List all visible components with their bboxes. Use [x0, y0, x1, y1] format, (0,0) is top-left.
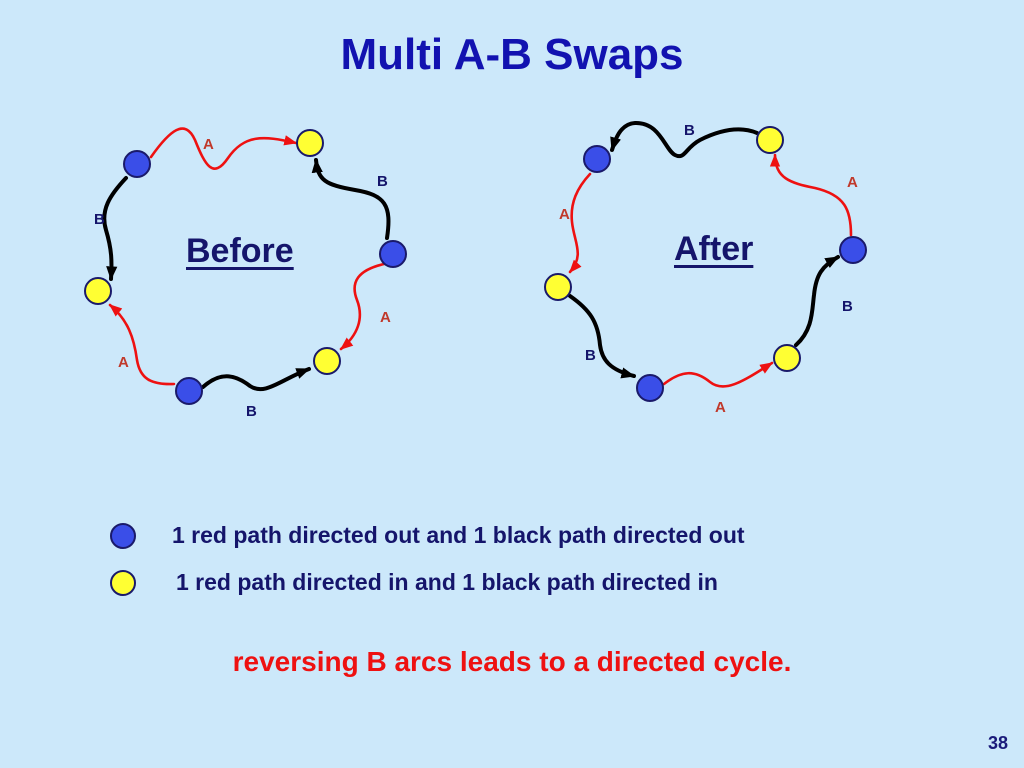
after-node-out-b2 [839, 236, 867, 264]
after-edge-b-y3-b3 [568, 294, 636, 379]
conclusion-text: reversing B arcs leads to a directed cyc… [232, 646, 792, 677]
after-edge-b-y2-b2 [794, 255, 840, 347]
after-node-in-y2 [773, 344, 801, 372]
before-edge-b-b2-y1 [311, 158, 391, 240]
after-edge-label-b3-y2: A [715, 399, 726, 416]
after-edge-b-y1-b1 [610, 120, 759, 159]
before-edge-a-b2-y2 [339, 262, 386, 351]
before-edge-label-b2-y2: A [380, 309, 391, 326]
after-edge-a-b3-y2 [662, 361, 774, 388]
before-node-in-y1 [296, 129, 324, 157]
legend-in-row: 1 red path directed in and 1 black path … [110, 569, 718, 596]
before-edge-label-b2-y1: B [377, 173, 388, 190]
after-edge-label-b2-y1: A [847, 174, 858, 191]
after-node-in-y1 [756, 126, 784, 154]
after-edge-label-y1-b1: B [684, 122, 695, 139]
after-edge-a-b1-y3 [568, 172, 592, 274]
before-node-in-y2 [313, 347, 341, 375]
before-node-out-b2 [379, 240, 407, 268]
after-node-in-y3 [544, 273, 572, 301]
before-node-out-b3 [175, 377, 203, 405]
after-label: After [674, 230, 754, 268]
before-edge-label-b3-y3: A [118, 354, 129, 371]
in-node-icon [110, 569, 136, 596]
before-edge-label-b1-y1: A [203, 136, 214, 153]
after-edge-a-b2-y1 [769, 153, 853, 237]
page-number: 38 [987, 733, 1008, 753]
out-node-icon [110, 522, 136, 549]
before-panel: A B A B A B [84, 127, 407, 420]
slide-title: Multi A-B Swaps [340, 30, 684, 79]
before-node-out-b1 [123, 150, 151, 178]
after-panel: B A B A B A [544, 120, 867, 416]
before-edge-a-b1-y1 [149, 127, 298, 170]
after-edge-label-y2-b2: B [842, 298, 853, 315]
before-node-in-y3 [84, 277, 112, 305]
after-node-out-b1 [583, 145, 611, 173]
legend-out-row: 1 red path directed out and 1 black path… [110, 522, 745, 549]
before-edge-b-b3-y2 [201, 367, 311, 392]
after-edge-label-b1-y3: A [559, 206, 570, 223]
before-edge-label-b3-y2: B [246, 403, 257, 420]
before-edge-a-b3-y3 [108, 303, 176, 386]
before-label: Before [186, 232, 294, 270]
after-node-out-b3 [636, 374, 664, 402]
legend-out-text: 1 red path directed out and 1 black path… [172, 522, 745, 548]
before-edge-label-b1-y3: B [94, 211, 105, 228]
legend-in-text: 1 red path directed in and 1 black path … [176, 569, 718, 595]
before-edge-b-b1-y3 [102, 176, 128, 281]
after-edge-label-y3-b3: B [585, 347, 596, 364]
